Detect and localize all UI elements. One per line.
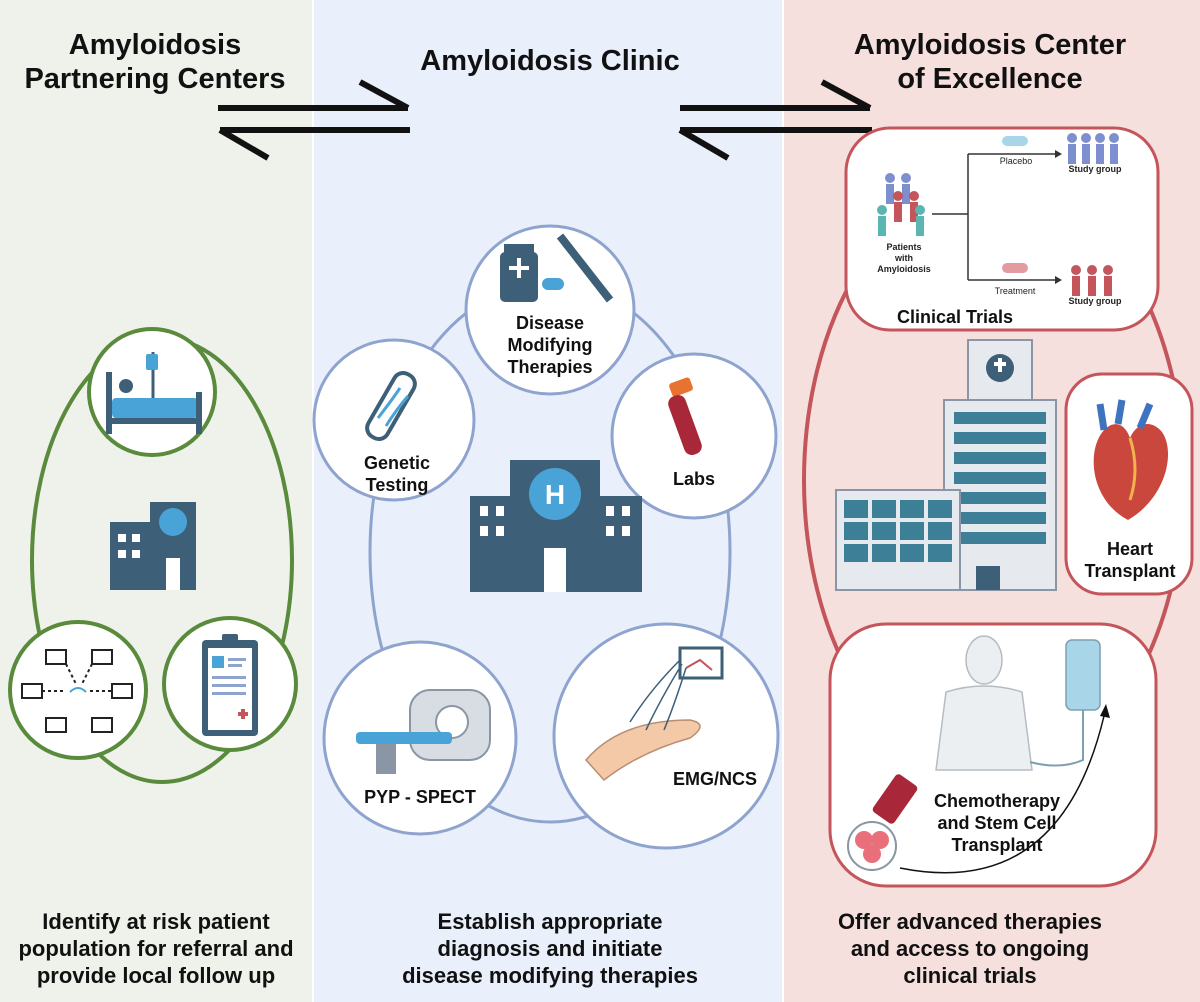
middle-title-text: Amyloidosis Clinic <box>420 45 680 77</box>
left-footer-line2: population for referral and <box>18 936 294 961</box>
therapies-line3: Therapies <box>507 357 593 377</box>
treatment-label: Treatment <box>994 286 1036 296</box>
patients-label: Patients with Amyloidosis <box>864 242 944 275</box>
medicine-syringe-icon <box>464 224 636 396</box>
left-footer-line3: provide local follow up <box>36 963 276 988</box>
clinical-trials-panel <box>844 126 1160 332</box>
svg-text:H: H <box>545 479 565 510</box>
chemo-line2: and Stem Cell <box>937 813 1057 833</box>
middle-footer-line3: disease modifying therapies <box>402 963 698 988</box>
genetic-line2: Testing <box>365 475 429 495</box>
heart-icon <box>1064 372 1194 596</box>
therapies-label: Disease Modifying Therapies <box>480 312 620 378</box>
middle-footer-line1: Establish appropriate <box>437 909 663 934</box>
genetic-testing-label: Genetic Testing <box>340 452 454 496</box>
left-title: Amyloidosis Partnering Centers <box>10 28 300 96</box>
right-footer: Offer advanced therapies and access to o… <box>820 908 1120 989</box>
study-group-bottom-label: Study group <box>1068 296 1122 306</box>
middle-footer-line2: diagnosis and initiate <box>437 936 663 961</box>
pyp-label: PYP - SPECT <box>364 787 476 807</box>
middle-footer: Establish appropriate diagnosis and init… <box>390 908 710 989</box>
left-footer: Identify at risk patient population for … <box>6 908 306 989</box>
right-footer-line1: Offer advanced therapies <box>837 909 1103 934</box>
network-computers-icon <box>8 620 148 760</box>
patients-line2: with <box>895 253 913 263</box>
heart-line2: Transplant <box>1084 561 1176 581</box>
iv-patient-icon <box>828 622 1158 888</box>
left-exchange-arrows <box>218 79 410 161</box>
right-title-line1: Amyloidosis Center <box>853 29 1127 61</box>
chemo-line1: Chemotherapy <box>933 791 1061 811</box>
right-exchange-arrows <box>678 79 872 161</box>
clinic-hospital-icon: H <box>470 460 642 592</box>
heart-transplant-label: Heart Transplant <box>1072 538 1188 582</box>
hospital-bed-icon <box>87 327 217 457</box>
study-group-top-label: Study group <box>1068 164 1122 174</box>
labs-label: Labs <box>672 469 715 489</box>
left-title-line2: Partnering Centers <box>24 63 286 95</box>
clipboard-icon <box>162 616 298 752</box>
dna-tube-icon <box>312 338 476 502</box>
left-panel <box>0 0 312 1002</box>
placebo-label: Placebo <box>999 156 1033 166</box>
blood-tube-icon <box>610 352 778 520</box>
therapies-line1: Disease <box>515 313 585 333</box>
hospital-tower-icon <box>835 339 1057 591</box>
genetic-line1: Genetic <box>363 453 431 473</box>
emg-hand-icon <box>552 622 780 850</box>
clinical-trials-title: Clinical Trials <box>896 307 1014 327</box>
heart-line1: Heart <box>1106 539 1154 559</box>
hospital-building-icon <box>110 502 196 590</box>
right-footer-line3: clinical trials <box>903 963 1037 988</box>
therapies-line2: Modifying <box>507 335 593 355</box>
scanner-icon <box>322 640 518 836</box>
emg-label: EMG/NCS <box>672 769 757 789</box>
chemo-label: Chemotherapy and Stem Cell Transplant <box>914 790 1080 856</box>
right-title-line2: of Excellence <box>897 63 1083 95</box>
right-footer-line2: and access to ongoing <box>850 936 1090 961</box>
right-title: Amyloidosis Center of Excellence <box>840 28 1140 96</box>
chemo-line3: Transplant <box>951 835 1043 855</box>
patients-line1: Patients <box>886 242 922 252</box>
middle-title: Amyloidosis Clinic <box>380 44 720 78</box>
left-footer-line1: Identify at risk patient <box>42 909 270 934</box>
left-title-line1: Amyloidosis <box>68 29 242 61</box>
patients-line3: Amyloidosis <box>877 264 931 274</box>
